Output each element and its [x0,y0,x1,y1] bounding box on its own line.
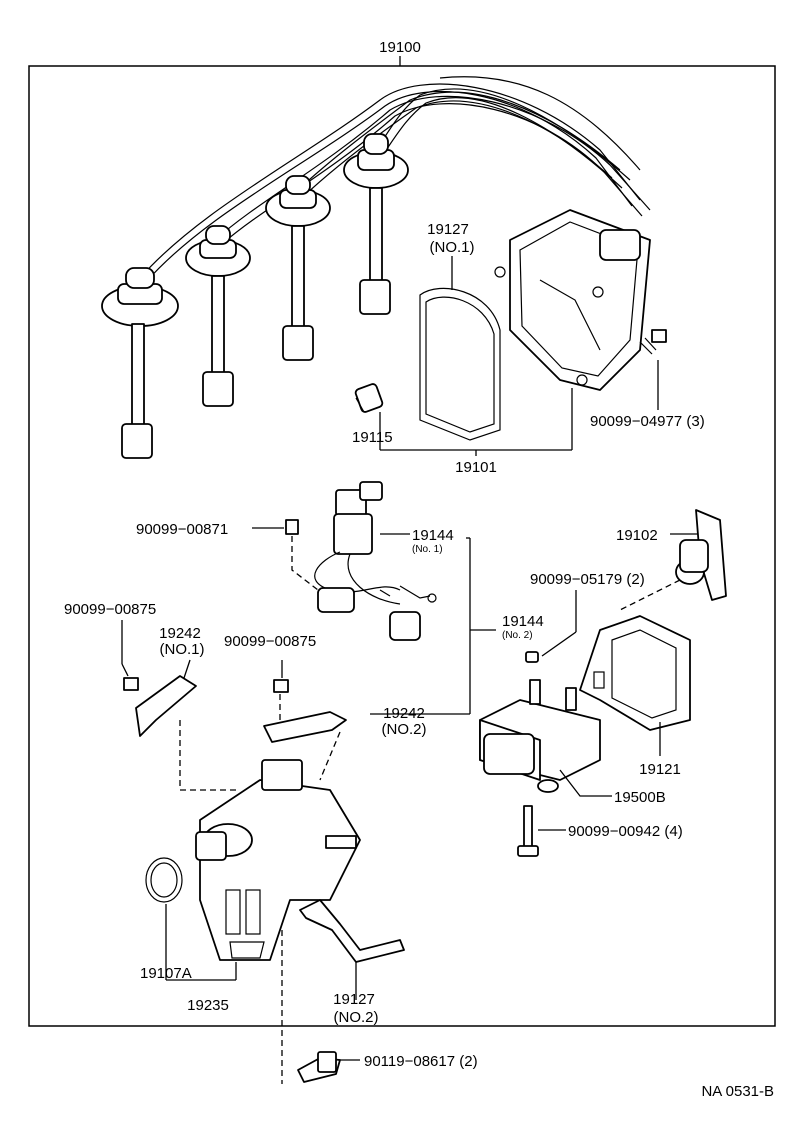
clamp-no2 [299,899,405,963]
rotor [354,383,384,413]
ignition-coil [479,679,612,797]
bracket-screw-middle [273,679,289,693]
distributor-cap [494,209,651,391]
label-19144-no2: 19144 [502,613,544,630]
o-ring [145,857,183,903]
harness-leader-lines [370,533,496,715]
label-19127-no2-sub: (NO.2) [334,1009,379,1026]
label-19242-no1: 19242 [159,625,201,642]
label-19144-no1: 19144 [412,527,454,544]
label-90099-00875-left: 90099−00875 [64,601,156,618]
distributor-housing [195,759,361,961]
label-19144-no1-sub: (No. 1) [412,544,443,555]
distributor-rotor [619,509,727,611]
bracket-screw-left [123,677,139,691]
label-19100: 19100 [379,39,421,56]
upper-leader-lines [379,56,659,456]
sensor-harness [314,481,437,641]
cap-bolt [639,329,667,355]
label-90119-08617: 90119−08617 (2) [364,1053,478,1070]
igniter-screw [525,651,539,663]
assembly-frame [28,65,776,1027]
label-19101: 19101 [455,459,497,476]
label-19235: 19235 [187,997,229,1014]
label-19102: 19102 [616,527,658,544]
label-19127-no1-sub: (NO.1) [430,239,475,256]
label-19127-no2: 19127 [333,991,375,1008]
housing-bolt [281,930,360,1084]
label-19242-no2-sub: (NO.2) [382,721,427,738]
label-19121: 19121 [639,761,681,778]
figure-code: NA 0531-B [701,1083,774,1100]
label-90099-00875-middle: 90099−00875 [224,633,316,650]
bracket-no1 [135,675,197,737]
label-19107a: 19107A [140,965,192,982]
label-19242-no1-sub: (NO.1) [160,641,205,658]
label-90099-00942: 90099−00942 (4) [568,823,683,840]
label-90099-05179: 90099−05179 (2) [530,571,645,588]
ignition-wire-set [101,76,651,459]
label-90099-04977: 90099−04977 (3) [590,413,705,430]
label-19127-no1: 19127 [427,221,469,238]
callout-labels: 19100 19127 (NO.1) 90099−04977 (3) 19115… [64,39,774,1100]
coil-bolt [517,805,566,857]
label-19500b: 19500B [614,789,666,806]
label-19242-no2: 19242 [383,705,425,722]
harness-screw [285,519,299,535]
label-19115: 19115 [352,429,393,446]
label-19144-no2-sub: (No. 2) [502,630,533,641]
label-90099-00871: 90099−00871 [136,521,228,538]
cap-gasket [419,287,501,441]
igniter-cover [579,615,691,756]
bracket-no2 [263,711,347,743]
